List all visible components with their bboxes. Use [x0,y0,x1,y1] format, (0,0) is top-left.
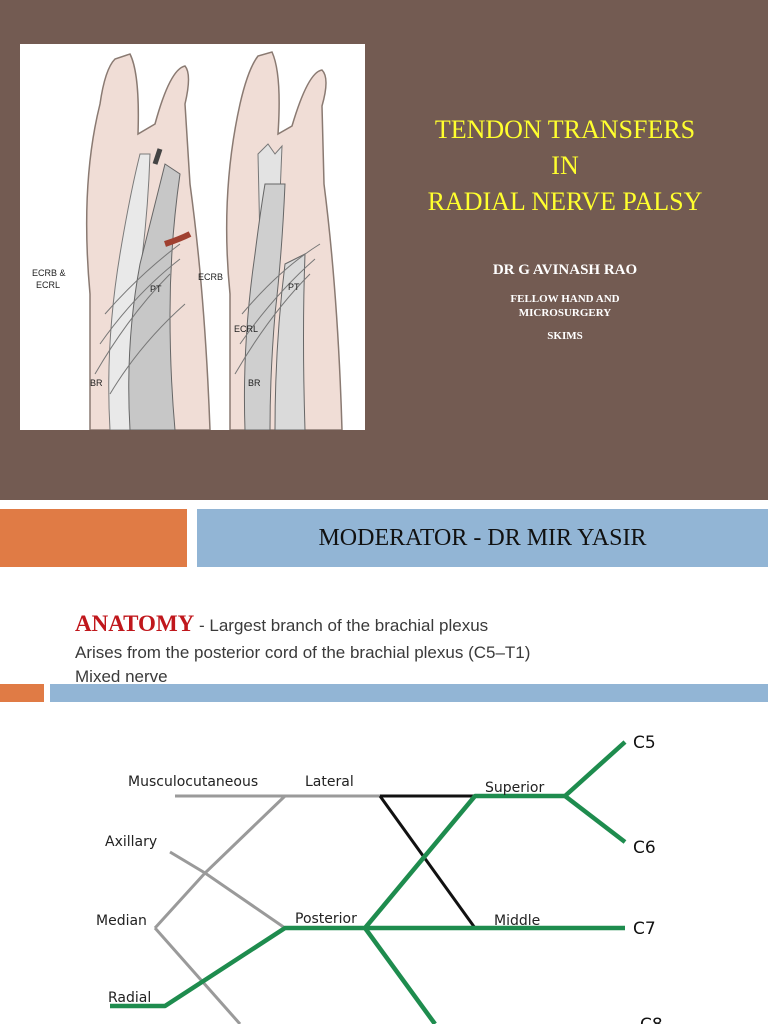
affiliation-line-2: MICROSURGERY [518,307,612,319]
label-left-br: BR [90,378,103,388]
header-accent-orange [0,509,187,567]
left-tendon-red [164,231,192,247]
label-left-ecrl: ECRL [36,280,60,290]
forearm-illustration: ECRB & ECRL PT BR ECRB PT ECRL BR [20,44,365,431]
label-middle: Middle [494,913,540,929]
affiliation: FELLOW HAND AND MICROSURGERY [380,292,750,320]
median-branch-lower [153,927,242,1024]
label-left-ecrb: ECRB & [32,268,66,278]
right-muscle [243,183,286,431]
cross-middle-to-lateral [378,795,477,929]
c8-root-line [363,926,437,1024]
affiliation-line-1: FELLOW HAND AND [510,293,620,305]
anatomy-description: - Largest branch of the brachial plexus [194,616,489,635]
label-c5: C5 [633,733,656,753]
label-superior: Superior [485,780,544,796]
moderator-heading: MODERATOR - DR MIR YASIR [318,525,647,551]
title-line-3: RADIAL NERVE PALSY [427,187,703,216]
label-c6: C6 [633,838,656,858]
label-c8: C8 [640,1015,663,1024]
c6-root-line [563,794,627,844]
left-tendon-cut [152,148,163,165]
author-name: DR G AVINASH RAO [492,262,638,278]
divider-band-blue [50,684,768,702]
axillary-branch [169,850,286,930]
label-c7: C7 [633,919,656,939]
anatomy-line: ANATOMY - Largest branch of the brachial… [75,611,488,637]
origin-text: Arises from the posterior cord of the br… [75,643,531,662]
left-muscle-fibers [94,243,186,395]
header-band-blue [197,509,768,567]
brachial-plexus-diagram: Musculocutaneous Lateral Superior Axilla… [96,733,663,1024]
divider-accent-orange [0,684,44,702]
label-right-ecrl: ECRL [234,324,258,334]
title-slide: ECRB & ECRL PT BR ECRB PT ECRL BR TENDON… [0,0,768,500]
label-right-br: BR [248,378,261,388]
institution: SKIMS [547,330,583,342]
lateral-to-median [153,794,287,930]
label-musculocutaneous: Musculocutaneous [128,774,258,790]
label-posterior: Posterior [295,911,357,927]
label-median: Median [96,913,147,929]
right-muscle-fibers [234,243,321,375]
label-lateral: Lateral [305,774,354,790]
left-muscle [128,163,181,431]
label-right-ecrb: ECRB [198,272,223,282]
title-line-1: TENDON TRANSFERS [434,115,696,144]
title-line-2: IN [551,151,579,180]
slide-title: TENDON TRANSFERS IN RADIAL NERVE PALSY [380,112,750,220]
anatomy-word: ANATOMY [75,611,195,636]
label-radial: Radial [108,990,151,1006]
label-axillary: Axillary [105,834,157,850]
label-left-pt: PT [150,284,162,294]
forearm-drawing: ECRB & ECRL PT BR ECRB PT ECRL BR [32,51,343,431]
mixed-nerve-text: Mixed nerve [75,667,168,684]
label-right-pt: PT [288,282,300,292]
